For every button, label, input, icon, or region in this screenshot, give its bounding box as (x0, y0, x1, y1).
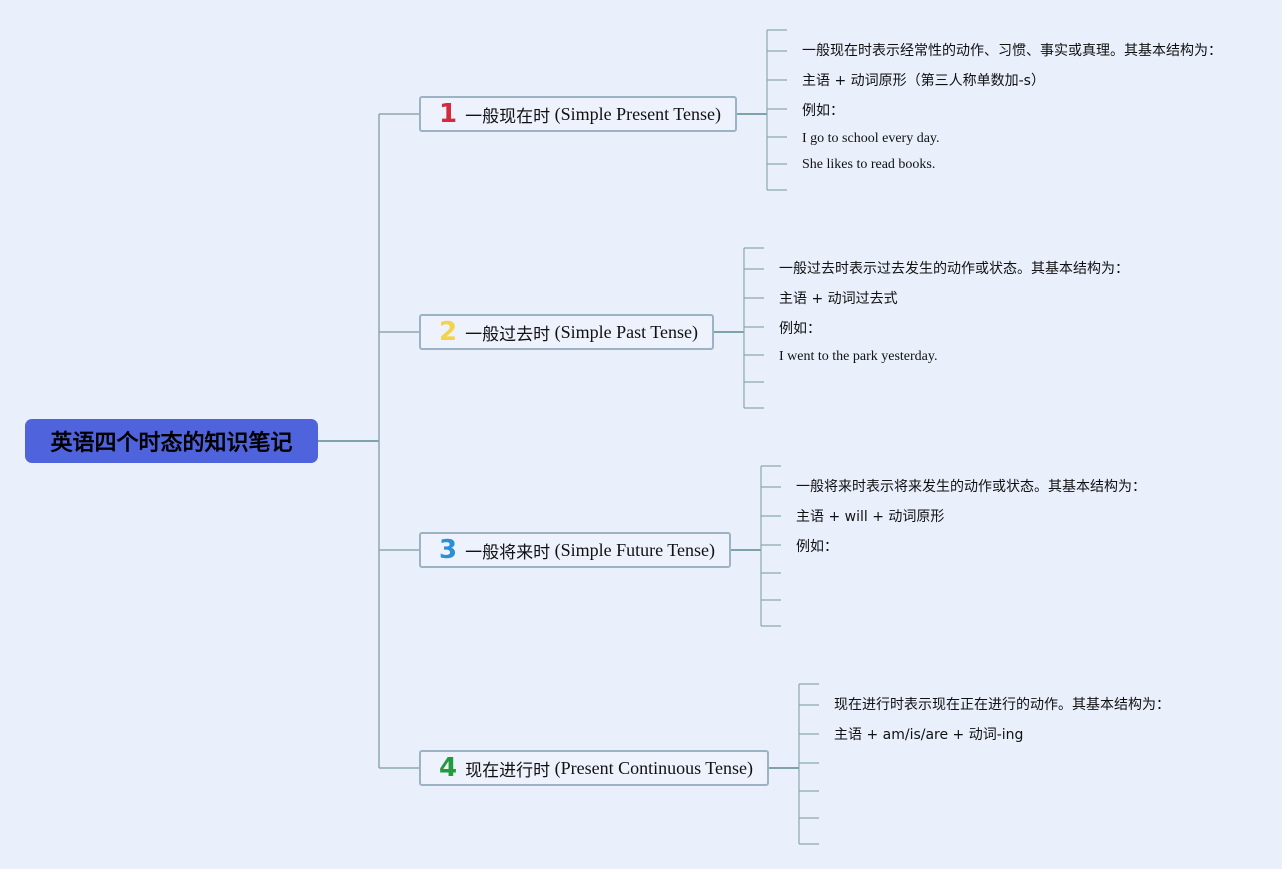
number-4-icon: 4 (439, 753, 458, 783)
note-item[interactable]: I went to the park yesterday. (779, 349, 938, 364)
topic-simple-present[interactable]: 1 一般现在时 (Simple Present Tense) (419, 96, 737, 132)
topic-simple-past[interactable]: 2 一般过去时 (Simple Past Tense) (419, 314, 714, 350)
note-item[interactable]: I go to school every day. (802, 131, 940, 146)
topic-label-en: (Present Continuous Tense) (554, 757, 753, 778)
note-item[interactable]: 现在进行时表示现在正在进行的动作。其基本结构为： (834, 697, 1170, 713)
note-item[interactable]: 一般将来时表示将来发生的动作或状态。其基本结构为： (796, 479, 1146, 495)
note-item[interactable]: She likes to read books. (802, 157, 936, 172)
note-item[interactable]: 例如： (779, 321, 821, 337)
note-item[interactable]: 主语 + 动词原形（第三人称单数加-s） (802, 73, 1045, 89)
topic-label-en: (Simple Future Tense) (554, 539, 715, 560)
root-node[interactable]: 英语四个时态的知识笔记 (25, 419, 318, 463)
number-1-icon: 1 (439, 99, 458, 129)
topic-present-continuous[interactable]: 4 现在进行时 (Present Continuous Tense) (419, 750, 769, 786)
topic-label-cn: 一般将来时 (465, 542, 551, 563)
topic-simple-future[interactable]: 3 一般将来时 (Simple Future Tense) (419, 532, 731, 568)
note-item[interactable]: 一般过去时表示过去发生的动作或状态。其基本结构为： (779, 261, 1129, 277)
topic-label-en: (Simple Past Tense) (554, 321, 698, 342)
number-3-icon: 3 (439, 535, 458, 565)
root-title: 英语四个时态的知识笔记 (50, 431, 293, 456)
note-item[interactable]: 例如： (802, 103, 844, 119)
topic-label-en: (Simple Present Tense) (554, 103, 721, 124)
note-item[interactable]: 一般现在时表示经常性的动作、习惯、事实或真理。其基本结构为： (802, 43, 1222, 59)
note-item[interactable]: 例如： (796, 539, 838, 555)
topic-label-cn: 一般现在时 (465, 106, 551, 127)
note-item[interactable]: 主语 + am/is/are + 动词-ing (834, 727, 1024, 743)
topic-label-cn: 一般过去时 (465, 324, 551, 345)
topic-label-cn: 现在进行时 (465, 760, 551, 781)
note-item[interactable]: 主语 + will + 动词原形 (796, 509, 945, 525)
note-item[interactable]: 主语 + 动词过去式 (779, 291, 898, 307)
number-2-icon: 2 (439, 317, 458, 347)
